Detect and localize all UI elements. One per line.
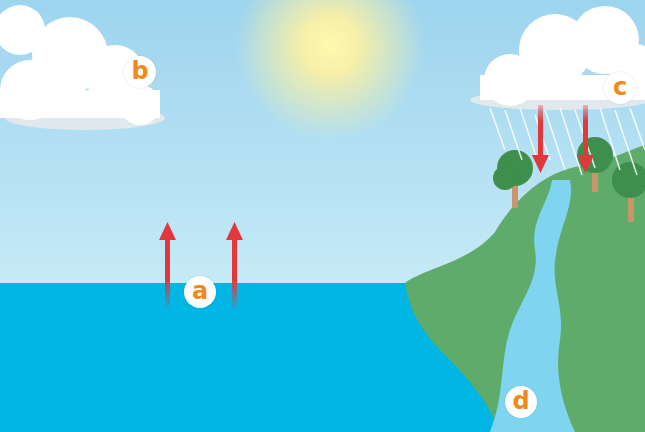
- callout-letter: d: [505, 386, 537, 418]
- cloud-right: [470, 6, 645, 110]
- river: [490, 180, 575, 432]
- rain: [490, 108, 645, 175]
- trees: [493, 137, 645, 222]
- island: [405, 145, 645, 432]
- precipitation-arrows: [532, 105, 594, 173]
- callout-letter: a: [184, 276, 216, 308]
- cloud-left: [0, 5, 165, 130]
- callout-letter: c: [604, 72, 636, 104]
- evaporation-arrows: [159, 222, 243, 310]
- sun: [235, 0, 425, 140]
- callout-letter: b: [124, 56, 156, 88]
